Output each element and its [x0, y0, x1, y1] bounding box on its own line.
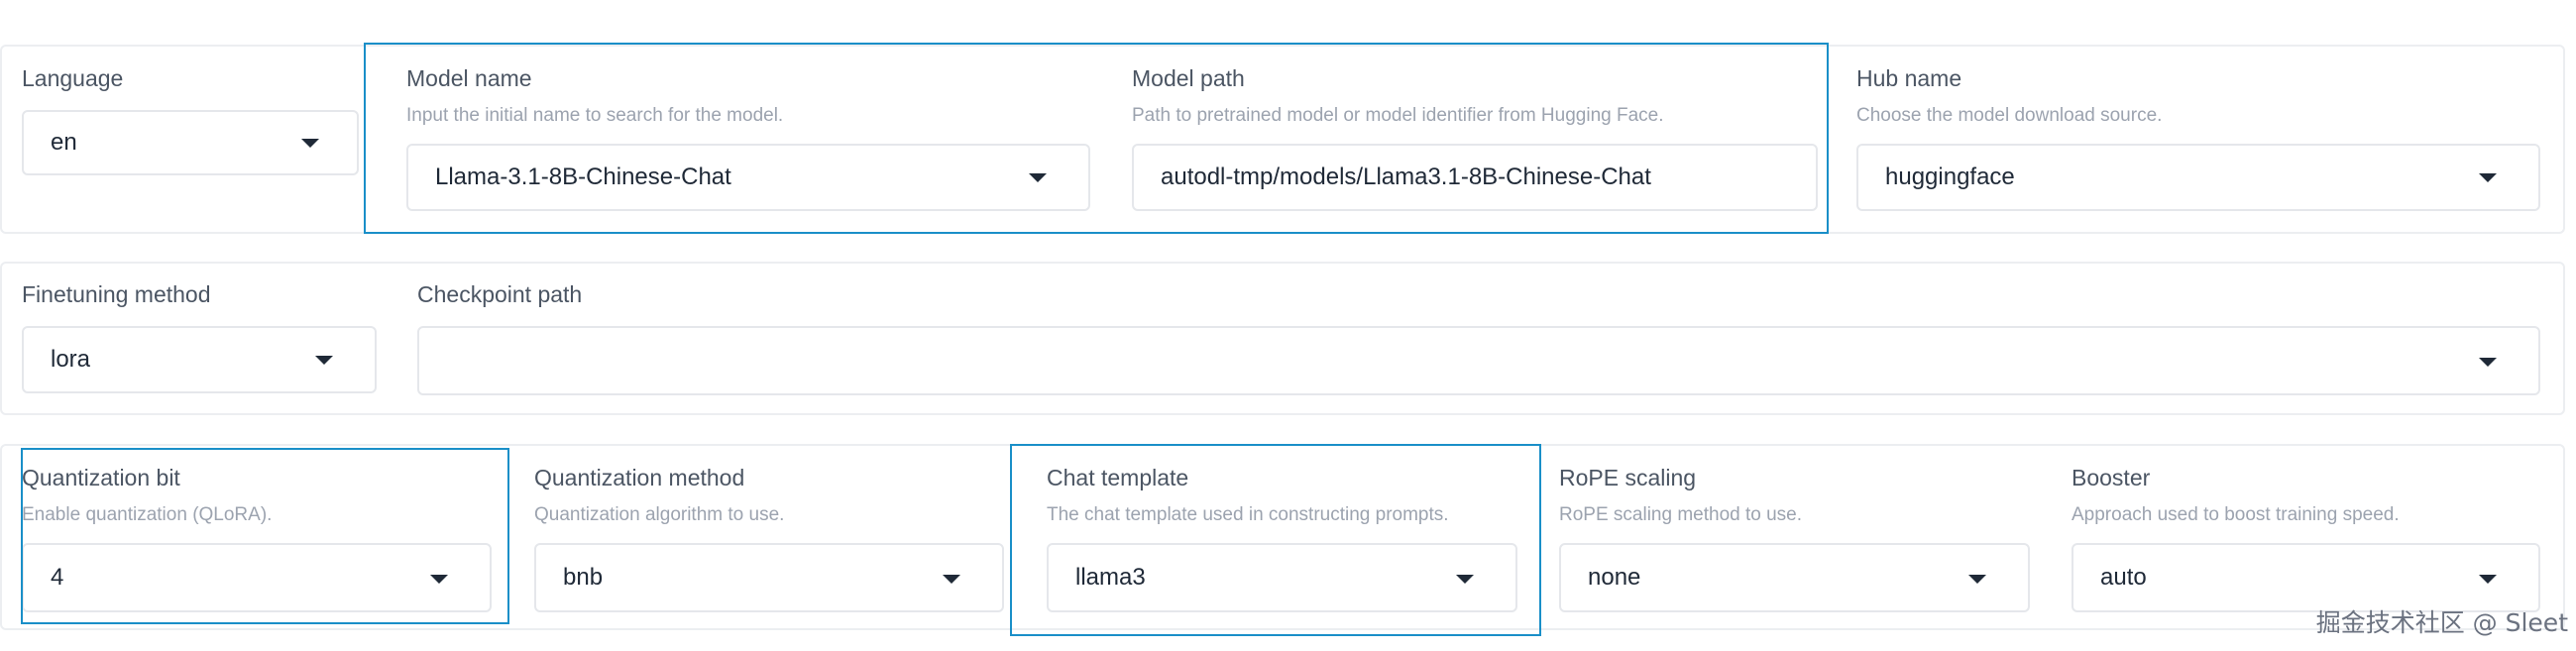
chat-template-field: Chat template The chat template used in …	[1047, 464, 1517, 612]
quantization-method-value: bnb	[563, 564, 604, 591]
hub-name-value: huggingface	[1885, 163, 2015, 190]
chevron-down-icon	[943, 575, 960, 584]
chat-template-value: llama3	[1075, 564, 1146, 591]
finetuning-method-dropdown[interactable]: lora	[22, 326, 377, 393]
hub-name-field: Hub name Choose the model download sourc…	[1856, 64, 2540, 213]
hub-name-label: Hub name	[1856, 65, 1962, 91]
model-path-input[interactable]: autodl-tmp/models/Llama3.1-8B-Chinese-Ch…	[1132, 144, 1818, 211]
model-path-info: Path to pretrained model or model identi…	[1132, 105, 1664, 126]
quantization-method-info: Quantization algorithm to use.	[534, 504, 785, 525]
checkpoint-path-dropdown[interactable]	[417, 326, 2540, 395]
model-name-info: Input the initial name to search for the…	[406, 105, 784, 126]
chevron-down-icon	[1968, 575, 1986, 584]
chevron-down-icon	[430, 575, 448, 584]
rope-scaling-info: RoPE scaling method to use.	[1559, 504, 1803, 525]
model-path-field: Model path Path to pretrained model or m…	[1132, 64, 1818, 213]
booster-value: auto	[2100, 564, 2147, 591]
booster-dropdown[interactable]: auto	[2072, 543, 2540, 612]
model-name-value: Llama-3.1-8B-Chinese-Chat	[435, 163, 731, 190]
quantization-bit-value: 4	[51, 564, 64, 591]
finetuning-method-label: Finetuning method	[22, 281, 211, 307]
language-field: Language en	[22, 64, 359, 193]
hub-name-dropdown[interactable]: huggingface	[1856, 144, 2540, 211]
booster-label: Booster	[2072, 465, 2151, 490]
language-label: Language	[22, 65, 124, 91]
model-path-value: autodl-tmp/models/Llama3.1-8B-Chinese-Ch…	[1161, 163, 1651, 190]
language-dropdown[interactable]: en	[22, 110, 359, 175]
checkpoint-path-field: Checkpoint path	[417, 280, 2540, 399]
chevron-down-icon	[2479, 575, 2497, 584]
model-name-label: Model name	[406, 65, 532, 91]
rope-scaling-label: RoPE scaling	[1559, 465, 1697, 490]
model-path-label: Model path	[1132, 65, 1245, 91]
booster-field: Booster Approach used to boost training …	[2072, 464, 2540, 612]
rope-scaling-value: none	[1588, 564, 1641, 591]
chat-template-info: The chat template used in constructing p…	[1047, 504, 1449, 525]
rope-scaling-field: RoPE scaling RoPE scaling method to use.…	[1559, 464, 2030, 612]
chat-template-dropdown[interactable]: llama3	[1047, 543, 1517, 612]
booster-info: Approach used to boost training speed.	[2072, 504, 2400, 525]
chevron-down-icon	[301, 139, 319, 148]
chevron-down-icon	[2479, 358, 2497, 367]
quantization-bit-field: Quantization bit Enable quantization (QL…	[22, 464, 492, 612]
quantization-bit-dropdown[interactable]: 4	[22, 543, 492, 612]
checkpoint-path-label: Checkpoint path	[417, 281, 583, 307]
rope-scaling-dropdown[interactable]: none	[1559, 543, 2030, 612]
chevron-down-icon	[315, 356, 333, 365]
hub-name-info: Choose the model download source.	[1856, 105, 2163, 126]
model-name-field: Model name Input the initial name to sea…	[406, 64, 1090, 213]
quantization-method-label: Quantization method	[534, 465, 745, 490]
model-name-dropdown[interactable]: Llama-3.1-8B-Chinese-Chat	[406, 144, 1090, 211]
chevron-down-icon	[1029, 173, 1047, 182]
chevron-down-icon	[1456, 575, 1474, 584]
quantization-method-dropdown[interactable]: bnb	[534, 543, 1004, 612]
finetuning-method-field: Finetuning method lora	[22, 280, 377, 399]
quantization-bit-label: Quantization bit	[22, 465, 180, 490]
finetuning-method-value: lora	[51, 346, 91, 373]
watermark-text: 掘金技术社区 @ Sleet	[2315, 608, 2568, 637]
language-value: en	[51, 129, 77, 156]
chat-template-label: Chat template	[1047, 465, 1189, 490]
quantization-method-field: Quantization method Quantization algorit…	[534, 464, 1004, 612]
quantization-bit-info: Enable quantization (QLoRA).	[22, 504, 273, 525]
chevron-down-icon	[2479, 173, 2497, 182]
